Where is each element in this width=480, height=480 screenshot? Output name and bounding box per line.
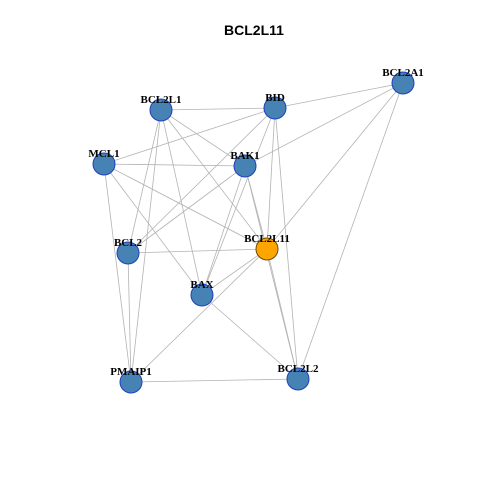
node-label-bax: BAX	[190, 279, 213, 291]
edge-bid-bcl2l2	[274, 107, 299, 380]
node-label-bcl2: BCL2	[114, 237, 143, 249]
edge-bid-bcl2l11	[266, 107, 276, 250]
node-bak1	[233, 154, 257, 178]
edge-bcl2-pmaip1	[127, 252, 132, 383]
node-bcl2l2	[286, 367, 310, 391]
edge-bcl2l1-bid	[160, 107, 276, 111]
node-label-bcl2l2: BCL2L2	[278, 363, 319, 375]
edge-bid-bcl2	[127, 107, 276, 254]
node-layer	[92, 71, 415, 394]
node-pmaip1	[119, 370, 143, 394]
edge-bcl2l1-bak1	[160, 109, 246, 167]
edge-mcl1-bax	[103, 163, 203, 296]
edge-bcl2l1-bcl2	[127, 109, 162, 254]
edge-bcl2a1-bak1	[244, 82, 404, 167]
edge-bcl2l1-bax	[160, 109, 203, 296]
edge-pmaip1-bcl2l2	[130, 378, 299, 383]
node-bax	[190, 283, 214, 307]
node-label-bcl2l1: BCL2L1	[141, 94, 182, 106]
node-mcl1	[92, 152, 116, 176]
edge-bcl2a1-bid	[274, 82, 404, 109]
node-label-bcl2l11: BCL2L11	[244, 233, 290, 245]
edge-bcl2l11-bcl2	[127, 248, 268, 254]
edge-bid-mcl1	[103, 107, 276, 165]
edge-bcl2l11-bax	[201, 248, 268, 296]
edge-bcl2a1-bcl2l11	[266, 82, 404, 250]
node-bcl2l1	[149, 98, 173, 122]
edge-bak1-bax	[201, 165, 246, 296]
node-label-bid: BID	[265, 92, 285, 104]
edge-bcl2a1-bcl2l2	[297, 82, 404, 380]
edge-bcl2l11-bcl2l2	[266, 248, 299, 380]
edge-mcl1-pmaip1	[103, 163, 132, 383]
node-bcl2	[116, 241, 140, 265]
node-bid	[263, 96, 287, 120]
node-label-bak1: BAK1	[230, 150, 259, 162]
node-label-pmaip1: PMAIP1	[110, 366, 152, 378]
edge-bid-bax	[201, 107, 276, 296]
edge-bcl2l11-pmaip1	[130, 248, 268, 383]
edge-mcl1-bak1	[103, 163, 246, 167]
node-bcl2a1	[391, 71, 415, 95]
edge-bcl2l1-bcl2l11	[160, 109, 268, 250]
edge-bcl2l1-pmaip1	[130, 109, 162, 383]
edge-layer	[103, 82, 404, 383]
edge-bak1-bcl2	[127, 165, 246, 254]
edge-bax-bcl2l2	[201, 294, 299, 380]
node-label-mcl1: MCL1	[88, 148, 119, 160]
node-label-bcl2a1: BCL2A1	[382, 67, 424, 79]
graph-title: BCL2L11	[224, 22, 284, 38]
edge-mcl1-bcl2l11	[103, 163, 268, 250]
node-bcl2l11	[255, 237, 279, 261]
